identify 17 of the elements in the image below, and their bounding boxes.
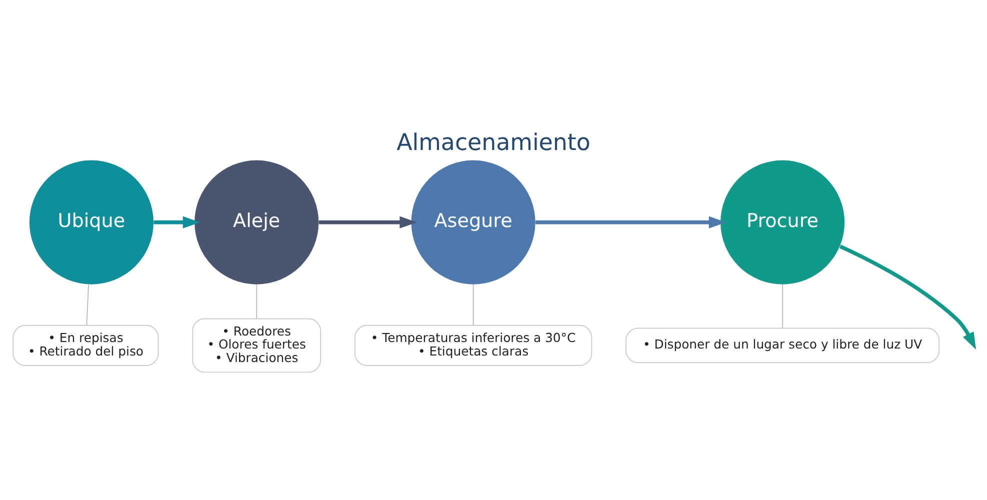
- connector: [256, 284, 258, 320]
- node-box: • Temperaturas inferiores a 30°C • Etiquetas claras: [354, 324, 592, 366]
- arrow: [839, 244, 976, 350]
- connector: [86, 284, 90, 326]
- arrow: [154, 216, 200, 228]
- node-box: • Roedores • Olores fuertes • Vibraciones: [192, 318, 322, 373]
- arrow: [536, 216, 726, 228]
- node-box: • Disponer de un lugar seco y libre de luz UV: [626, 328, 940, 364]
- arrow: [318, 216, 417, 228]
- node-circle: Procure: [720, 160, 845, 284]
- node-circle: Asegure: [411, 160, 536, 284]
- node-box: • En repisas • Retirado del piso: [12, 324, 159, 366]
- node-circle: Ubique: [29, 160, 154, 284]
- connector: [472, 284, 474, 326]
- node-circle: Aleje: [194, 160, 319, 284]
- diagram-title: Almacenamiento: [396, 130, 590, 156]
- connector: [782, 284, 784, 329]
